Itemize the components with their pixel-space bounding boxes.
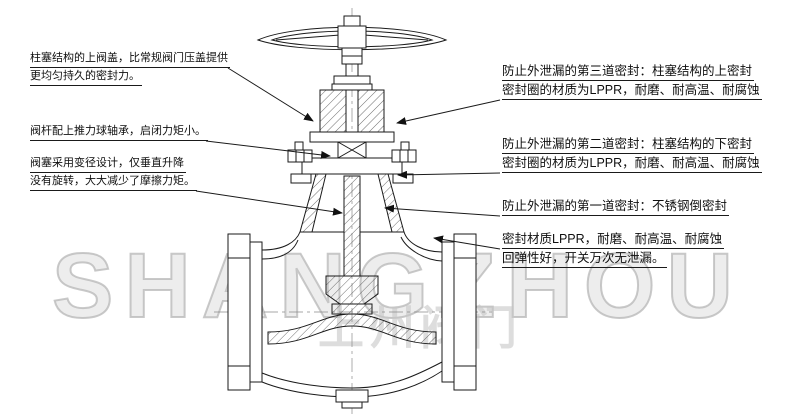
annotation-line: 阀杆配上推力球轴承，启闭力矩小。 <box>30 123 208 141</box>
annotation-seal-material: 密封材质LPPR，耐磨、耐高温、耐腐蚀 回弹性好，开关万次无泄漏。 <box>502 230 725 268</box>
handwheel <box>256 15 448 51</box>
annotation-line: 柱塞结构的上阀盖，比常规阀门压盖提供 <box>30 50 230 68</box>
leader-lines <box>195 67 501 250</box>
plug-and-seat <box>325 175 379 315</box>
annotation-line: 密封材质LPPR，耐磨、耐高温、耐腐蚀 <box>502 230 725 249</box>
annotation-line: 防止外泄漏的第一道密封：不锈钢倒密封 <box>502 197 730 216</box>
annotation-plug-design: 阀塞采用变径设计，仅垂直升降 没有旋转，大大减少了摩擦力矩。 <box>30 155 197 191</box>
annotation-line: 密封圈的材质为LPPR，耐磨、耐高温、耐腐蚀 <box>502 154 762 173</box>
annotation-line: 回弹性好，开关万次无泄漏。 <box>502 249 667 268</box>
annotation-first-seal: 防止外泄漏的第一道密封：不锈钢倒密封 <box>502 197 730 216</box>
annotation-bonnet-seal: 柱塞结构的上阀盖，比常规阀门压盖提供 更均匀持久的密封力。 <box>30 50 230 86</box>
annotation-line: 没有旋转，大大减少了摩擦力矩。 <box>30 173 197 191</box>
annotation-line: 更均匀持久的密封力。 <box>30 68 142 86</box>
annotation-line: 防止外泄漏的第三道密封：柱塞结构的上密封 <box>502 62 755 81</box>
annotation-line: 阀塞采用变径设计，仅垂直升降 <box>30 155 186 173</box>
annotation-second-seal: 防止外泄漏的第二道密封：柱塞结构的下密封 密封圈的材质为LPPR，耐磨、耐高温、… <box>502 135 762 173</box>
bonnet-packing <box>309 83 395 143</box>
annotation-third-seal: 防止外泄漏的第三道密封：柱塞结构的上密封 密封圈的材质为LPPR，耐磨、耐高温、… <box>502 62 762 100</box>
annotation-line: 防止外泄漏的第二道密封：柱塞结构的下密封 <box>502 135 755 154</box>
valve-body <box>227 231 477 409</box>
annotation-line: 密封圈的材质为LPPR，耐磨、耐高温、耐腐蚀 <box>502 81 762 100</box>
annotation-stem-bearing: 阀杆配上推力球轴承，启闭力矩小。 <box>30 123 208 141</box>
body-neck <box>299 173 405 233</box>
